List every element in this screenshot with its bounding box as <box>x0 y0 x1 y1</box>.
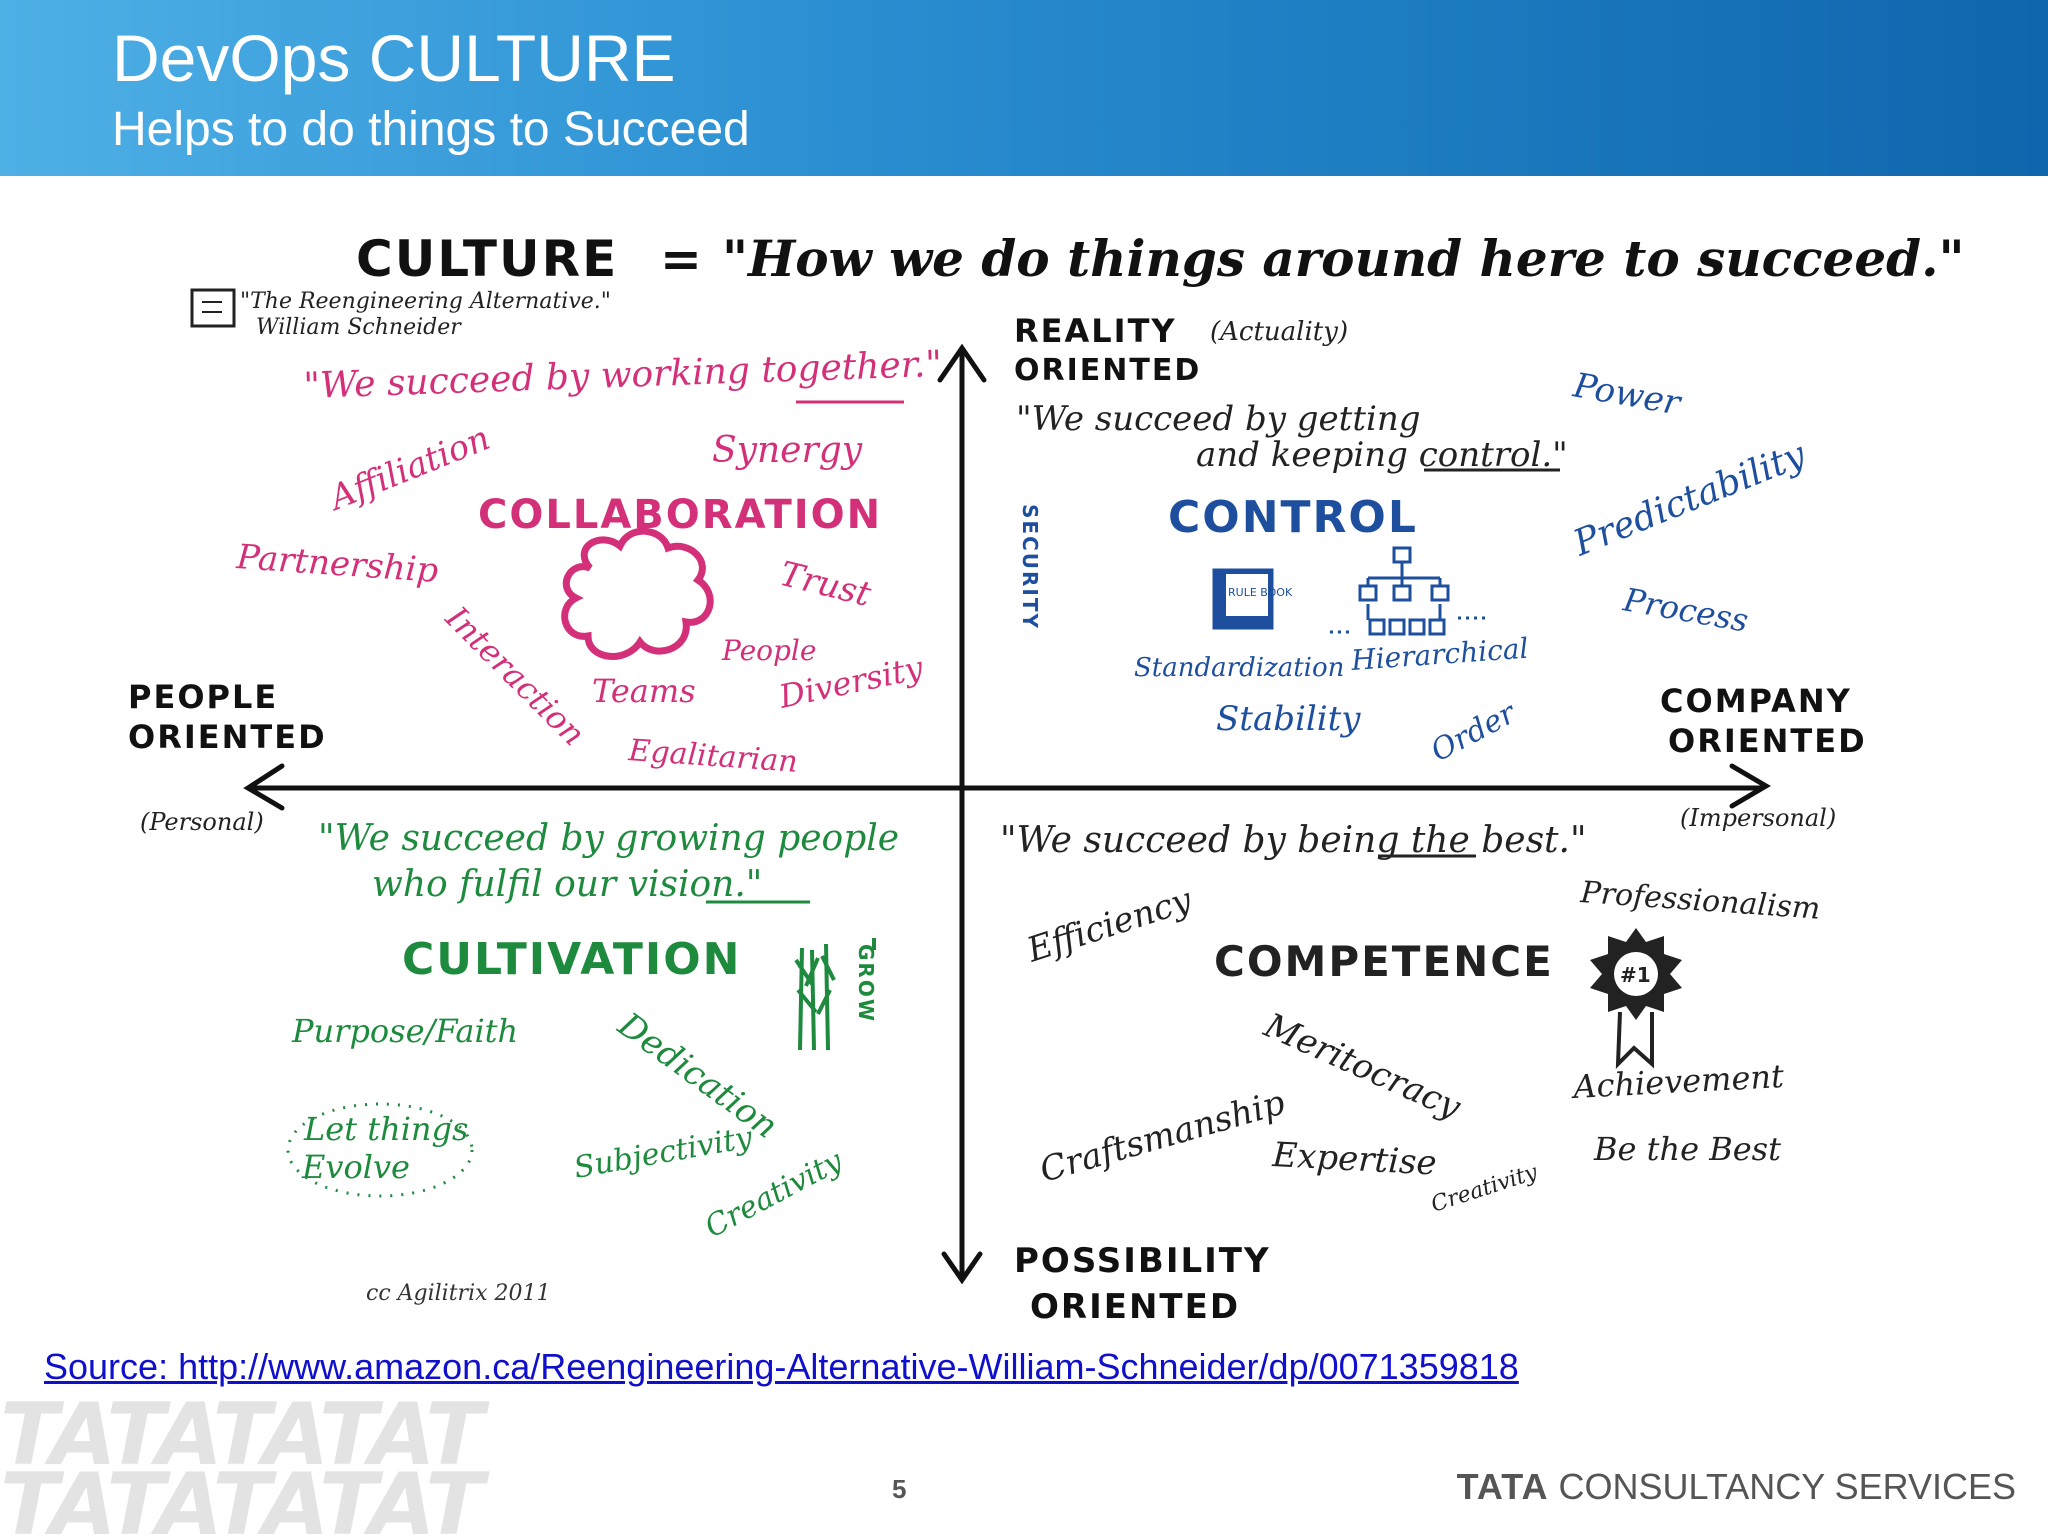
axis-top-line1: REALITY <box>1014 312 1177 350</box>
competence-word-meritocracy: Meritocracy <box>1257 1005 1467 1128</box>
cultivation-word-subjectivity: Subjectivity <box>571 1120 756 1186</box>
control-quote-line1: "We succeed by getting <box>1016 399 1421 439</box>
headline-culture: CULTURE <box>356 230 618 288</box>
collaboration-word-affiliation: Affiliation <box>322 418 496 519</box>
org-chart-icon <box>1330 546 1486 636</box>
brand-logo-bold: TATA <box>1456 1466 1549 1507</box>
competence-title: COMPETENCE <box>1214 937 1554 986</box>
collaboration-word-egalitarian: Egalitarian <box>626 733 798 780</box>
collaboration-word-people: People <box>721 634 816 667</box>
collaboration-title: COLLABORATION <box>478 492 882 538</box>
control-word-power: Power <box>1569 365 1684 424</box>
cultivation-quote-line1: "We succeed by growing people <box>318 818 899 859</box>
arrow-up <box>937 343 987 383</box>
competence-word-achievement: Achievement <box>1569 1057 1784 1106</box>
axis-right-line1: COMPANY <box>1660 682 1852 720</box>
axis-bottom-line1: POSSIBILITY <box>1014 1241 1271 1281</box>
arrow-left <box>243 763 285 811</box>
tata-watermark: TATATATAT TATATATAT <box>0 1400 500 1536</box>
competence-word-be-the-best: Be the Best <box>1593 1130 1781 1168</box>
slide-header: DevOps CULTURE Helps to do things to Suc… <box>0 0 2048 176</box>
headline-quote: "How we do things around here to succeed… <box>722 229 1965 288</box>
control-word-order: Order <box>1425 695 1523 769</box>
cultivation-word-purpose-faith: Purpose/Faith <box>291 1012 518 1050</box>
slide-title: DevOps CULTURE <box>112 21 676 95</box>
team-cloud-icon <box>561 527 714 660</box>
cultivation-word-let-things: Let things <box>303 1110 468 1148</box>
axis-top-note: (Actuality) <box>1210 317 1348 347</box>
competence-quote: "We succeed by being the best." <box>1000 820 1587 861</box>
competence-word-craftsmanship: Craftsmanship <box>1035 1083 1289 1191</box>
axis-left-line2: ORIENTED <box>128 718 327 756</box>
cultivation-word-dedication: Dedication <box>610 1004 785 1146</box>
collaboration-word-trust: Trust <box>776 554 875 615</box>
axis-left-note: (Personal) <box>140 808 264 836</box>
rulebook-icon: RULE BOOK <box>1212 568 1293 630</box>
collaboration-word-teams: Teams <box>592 672 696 710</box>
slide-subtitle: Helps to do things to Succeed <box>112 103 750 156</box>
quadrant-cultivation: "We succeed by growing people who fulfil… <box>291 818 899 1245</box>
page-number: 5 <box>892 1474 907 1504</box>
quadrant-competence: "We succeed by being the best." Efficien… <box>1000 820 1821 1218</box>
watermark-row-1: TATATATAT <box>0 1400 484 1485</box>
control-word-predictability: Predictability <box>1567 434 1812 565</box>
grass-icon <box>794 938 876 1051</box>
award-badge-text: #1 <box>1620 963 1651 987</box>
competence-word-efficiency: Efficiency <box>1021 880 1197 971</box>
axis-top-line2: ORIENTED <box>1014 353 1201 388</box>
evolve-dotted-circle <box>286 1102 474 1198</box>
axis-right-line2: ORIENTED <box>1668 722 1867 760</box>
collaboration-quote: "We succeed by working together." <box>303 344 943 407</box>
competence-word-creativity: Creativity <box>1428 1160 1541 1218</box>
watermark-row-2: TATATATAT <box>0 1455 484 1536</box>
collaboration-word-interaction: Interaction <box>438 598 593 753</box>
brand-logo: TATA CONSULTANCY SERVICES <box>1457 1466 2016 1508</box>
diagram-credit: cc Agilitrix 2011 <box>366 1281 551 1306</box>
control-word-hierarchical: Hierarchical <box>1349 632 1529 677</box>
axis-bottom-line2: ORIENTED <box>1030 1287 1240 1327</box>
axis-right-note: (Impersonal) <box>1680 804 1836 832</box>
control-title: CONTROL <box>1168 492 1418 543</box>
collaboration-word-synergy: Synergy <box>712 430 863 471</box>
security-label: SECURITY <box>1018 504 1042 630</box>
book-icon <box>190 288 236 328</box>
cultivation-quote-line2: who fulfil our vision." <box>372 864 762 905</box>
rulebook-label: RULE BOOK <box>1228 586 1293 599</box>
control-word-standardization: Standardization <box>1134 653 1344 683</box>
source-link[interactable]: Source: http://www.amazon.ca/Reengineeri… <box>44 1346 1519 1387</box>
cultivation-title: CULTIVATION <box>402 934 741 985</box>
competence-word-professionalism: Professionalism <box>1578 875 1821 927</box>
book-ref-author: William Schneider <box>256 315 462 340</box>
control-word-process: Process <box>1620 580 1751 639</box>
award-badge-icon: #1 <box>1590 928 1682 1070</box>
brand-logo-rest: CONSULTANCY SERVICES <box>1558 1466 2016 1507</box>
cultivation-grow-label: GROW <box>854 944 878 1023</box>
arrow-right <box>1729 763 1771 809</box>
book-ref-title: "The Reengineering Alternative." <box>240 289 611 314</box>
headline-equals: = <box>660 230 704 288</box>
control-word-stability: Stability <box>1216 699 1361 739</box>
control-quote-line2: and keeping control." <box>1196 435 1568 475</box>
cultivation-word-evolve: Evolve <box>301 1148 410 1186</box>
competence-word-expertise: Expertise <box>1271 1135 1438 1184</box>
axis-left-line1: PEOPLE <box>128 678 278 716</box>
arrow-down <box>941 1251 983 1285</box>
collaboration-word-partnership: Partnership <box>234 537 439 591</box>
